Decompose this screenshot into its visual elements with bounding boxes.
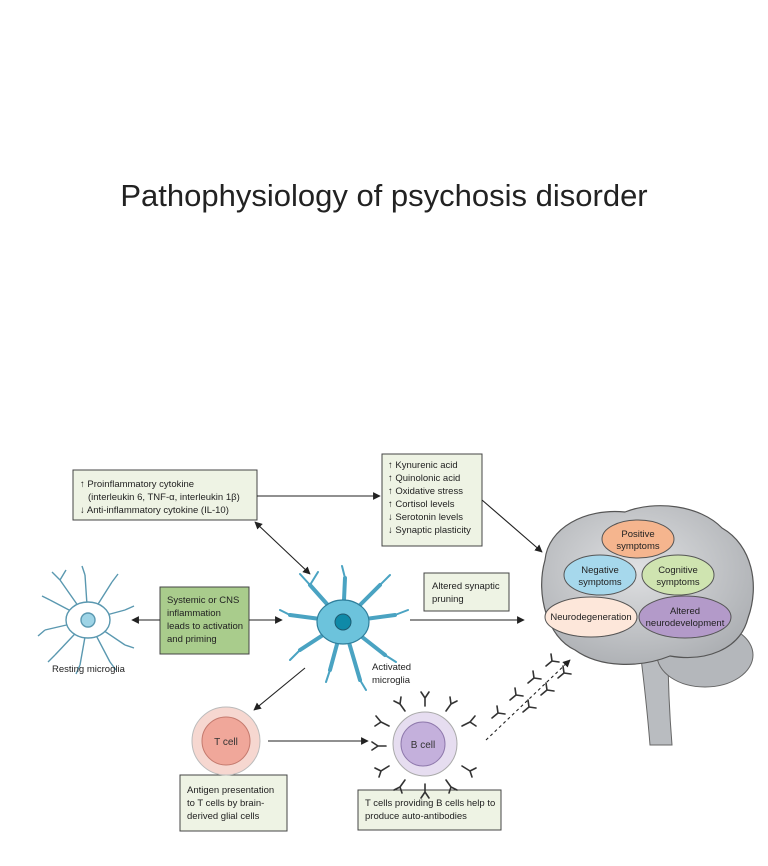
pruning-line2: pruning	[432, 594, 464, 605]
arrow-cytokine-microglia	[254, 521, 311, 575]
b-cell	[371, 691, 477, 799]
cytokine-box: ↑ Proinflammatory cytokine (interleukin …	[72, 469, 258, 521]
bcell-help-box: T cells providing B cells help to produc…	[357, 789, 502, 831]
bcell-help-line2: produce auto-antibodies	[365, 811, 467, 822]
antibodies	[491, 653, 572, 719]
slide-title: Pathophysiology of psychosis disorder	[120, 178, 648, 213]
metabolic-line1: ↑ Kynurenic acid	[388, 460, 458, 471]
arrow-metabolic-to-brain	[481, 499, 543, 553]
inflammation-line4: and priming	[167, 634, 217, 645]
neurodegeneration-label: Neurodegeneration	[550, 612, 631, 623]
cytokine-line2: (interleukin 6, TNF-α, interleukin 1β)	[88, 492, 240, 503]
inflammation-box: Systemic or CNS inflammation leads to ac…	[159, 586, 250, 655]
negative-symptoms-line2: symptoms	[578, 577, 622, 588]
metabolic-line3: ↑ Oxidative stress	[388, 486, 463, 497]
bcell-help-line1: T cells providing B cells help to	[365, 798, 495, 809]
arrows	[131, 492, 571, 745]
activated-microglia-label-1: Activated	[372, 662, 411, 673]
arrow-bcell-to-brain	[485, 659, 571, 741]
inflammation-line2: inflammation	[167, 608, 221, 619]
antigen-line1: Antigen presentation	[187, 785, 274, 796]
negative-symptoms-line1: Negative	[581, 565, 619, 576]
brain-stem	[639, 649, 673, 746]
resting-microglia-label: Resting microglia	[52, 664, 126, 675]
brain-illustration: Positive symptoms Negative symptoms Cogn…	[541, 505, 754, 746]
antigen-line3: derived glial cells	[187, 811, 260, 822]
b-cell-label: B cell	[411, 740, 435, 751]
positive-symptoms-oval	[601, 519, 675, 559]
metabolic-line5: ↓ Serotonin levels	[388, 512, 463, 523]
cytokine-line3: ↓ Anti-inflammatory cytokine (IL-10)	[80, 505, 229, 516]
cognitive-symptoms-line2: symptoms	[656, 577, 700, 588]
altered-line1: Altered	[670, 606, 700, 617]
negative-symptoms-oval	[563, 554, 637, 596]
positive-symptoms-line2: symptoms	[616, 541, 660, 552]
inflammation-line1: Systemic or CNS	[167, 595, 239, 606]
t-cell	[191, 706, 261, 776]
neurodegeneration-oval	[544, 596, 638, 638]
metabolic-line6: ↓ Synaptic plasticity	[388, 525, 471, 536]
pruning-line1: Altered synaptic	[432, 581, 500, 592]
antigen-box: Antigen presentation to T cells by brain…	[179, 774, 288, 832]
metabolic-box: ↑ Kynurenic acid ↑ Quinolonic acid ↑ Oxi…	[381, 453, 483, 547]
activated-microglia	[279, 565, 409, 691]
inflammation-line3: leads to activation	[167, 621, 243, 632]
cognitive-symptoms-oval	[641, 554, 715, 596]
arrow-microglia-to-tcell	[253, 667, 306, 711]
altered-line2: neurodevelopment	[646, 618, 725, 629]
antigen-line2: to T cells by brain-	[187, 798, 264, 809]
positive-symptoms-line1: Positive	[621, 529, 654, 540]
pruning-box: Altered synaptic pruning	[423, 572, 510, 612]
altered-neurodevelopment-oval	[638, 595, 732, 639]
metabolic-line2: ↑ Quinolonic acid	[388, 473, 460, 484]
cytokine-line1: ↑ Proinflammatory cytokine	[80, 479, 194, 490]
resting-microglia	[37, 565, 135, 675]
cognitive-symptoms-line1: Cognitive	[658, 565, 698, 576]
activated-microglia-label-2: microglia	[372, 675, 411, 686]
metabolic-line4: ↑ Cortisol levels	[388, 499, 455, 510]
t-cell-label: T cell	[214, 737, 238, 748]
